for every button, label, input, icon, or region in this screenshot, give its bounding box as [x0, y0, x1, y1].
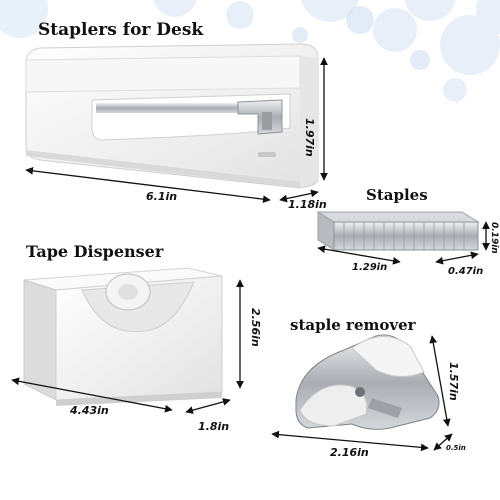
stapler-length-label: 6.1in: [146, 190, 178, 203]
stapler: [25, 43, 319, 189]
tape-dispenser-title: Tape Dispenser: [26, 242, 164, 261]
staples-title: Staples: [366, 186, 428, 204]
staples-width-label: 0.47in: [448, 266, 484, 277]
remover-width-label: 0.5in: [446, 444, 466, 452]
remover-height-label: 1.57in: [447, 362, 460, 401]
staples-length-label: 1.29in: [352, 262, 388, 273]
tape-height-label: 2.56in: [249, 308, 262, 347]
staples-height-label: 0.19in: [489, 222, 499, 254]
staple-remover: [295, 334, 440, 430]
stapler-height-label: 1.97in: [303, 118, 316, 157]
tape-length-label: 4.43in: [70, 404, 109, 417]
staple-remover-title: staple remover: [290, 316, 416, 334]
remover-length-label: 2.16in: [330, 446, 369, 459]
stapler-title: Staplers for Desk: [38, 20, 204, 40]
tape-width-label: 1.8in: [198, 420, 230, 433]
tape-dispenser: [23, 267, 223, 406]
staples-box: [316, 211, 480, 251]
stapler-width-label: 1.18in: [288, 198, 327, 211]
stapler-metal-channel: [96, 103, 246, 113]
